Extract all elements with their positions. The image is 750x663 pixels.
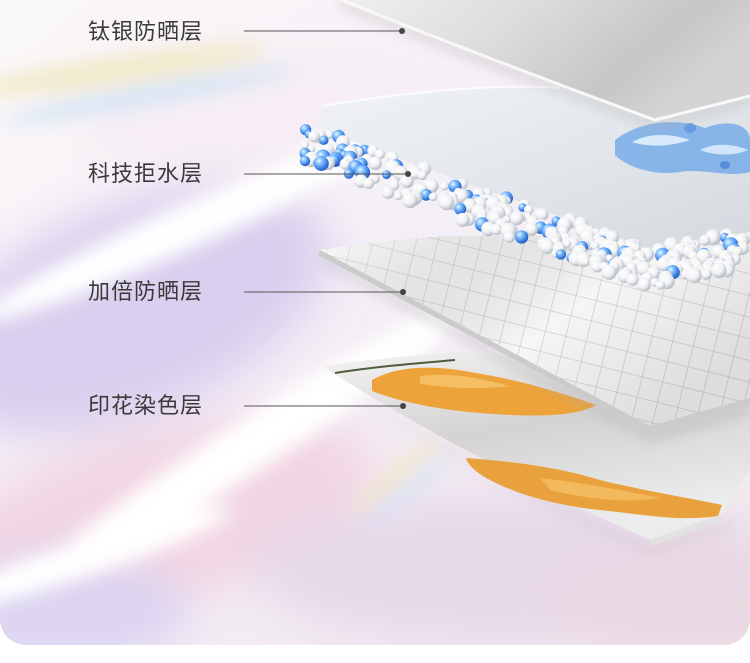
water-droplet (555, 249, 567, 260)
layer-label-printed-dye: 印花染色层 (88, 394, 204, 419)
water-droplet (514, 230, 529, 244)
bead (590, 241, 600, 251)
pointer-water-repellent (244, 171, 411, 177)
layer-label-titanium-silver: 钛银防晒层 (88, 20, 204, 45)
bead (440, 181, 449, 191)
bead (637, 277, 651, 292)
fabric-layers (299, 0, 750, 552)
bead (402, 192, 418, 209)
water-repellent-layer (299, 85, 750, 292)
bead (655, 280, 666, 290)
bead (509, 211, 524, 226)
bead (381, 186, 395, 199)
bead (368, 156, 383, 170)
water-droplet (299, 155, 311, 167)
bead (581, 257, 590, 267)
bead (300, 140, 310, 150)
product-layer-diagram: 钛银防晒层 科技拒水层 加倍防晒层 印花染色层 (0, 0, 750, 645)
water-droplet (318, 135, 329, 145)
bead (535, 208, 549, 221)
bead (363, 177, 375, 189)
bead (711, 262, 727, 279)
bead (591, 260, 604, 273)
water-splash (615, 122, 750, 174)
titanium-silver-layer (338, 0, 750, 128)
pointer-dot (399, 28, 405, 34)
bead (308, 130, 320, 143)
layer-label-reinforced-sunblock: 加倍防晒层 (88, 280, 204, 305)
water-repellent-beads (299, 124, 750, 292)
pointer-printed-dye (244, 403, 406, 409)
pointer-titanium-silver (244, 28, 405, 34)
bead (417, 170, 428, 181)
bead (339, 158, 351, 170)
bead (503, 231, 515, 243)
bead (700, 268, 712, 280)
bead (428, 192, 438, 202)
pointer-reinforced-sunblock (244, 289, 406, 295)
pointer-dot (405, 171, 411, 177)
bead (699, 234, 711, 246)
bead (601, 264, 617, 280)
water-droplet (313, 156, 329, 171)
print-stem-stroke (334, 359, 456, 374)
pointer-lines (244, 28, 411, 409)
bead (438, 194, 455, 211)
pointer-dot (400, 403, 406, 409)
water-droplet (454, 202, 467, 215)
bead (626, 273, 639, 286)
bead (393, 191, 403, 201)
bead (399, 174, 414, 189)
bead (524, 204, 534, 215)
bead (490, 223, 503, 236)
pointer-dot (400, 289, 406, 295)
bead (686, 268, 702, 284)
layer-label-water-repellent: 科技拒水层 (88, 162, 204, 187)
bead (540, 239, 555, 255)
water-droplet (382, 170, 391, 180)
bead (455, 212, 470, 227)
